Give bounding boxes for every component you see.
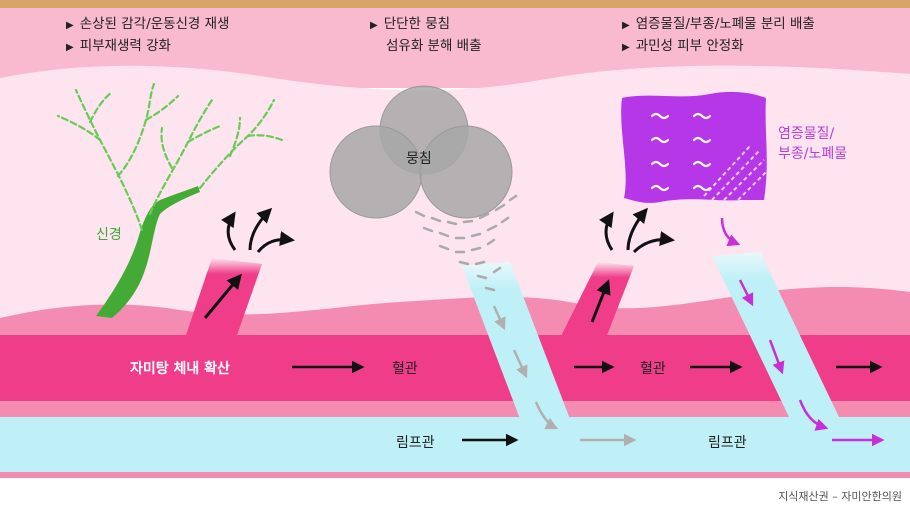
knot-label: 뭉침 xyxy=(406,151,432,167)
lymph-vessel-band xyxy=(0,417,910,472)
separator-band xyxy=(0,401,910,417)
credit-text: 지식재산권 – 자미안한의원 xyxy=(778,490,902,503)
header-col1: ▶손상된 감각/운동신경 재생 ▶피부재생력 강화 xyxy=(66,14,229,58)
inflammation-block xyxy=(621,91,767,203)
arrows-right-riser xyxy=(590,207,675,323)
nerve-label: 신경 xyxy=(96,227,122,243)
header-col3-line2: ▶과민성 피부 안정화 xyxy=(622,38,744,54)
lymph-branch-left xyxy=(462,262,578,440)
bottom-edge xyxy=(0,472,910,478)
blood-vessel-label-1: 혈관 xyxy=(392,361,418,377)
inflammation-label: 염증물질/ 부종/노폐물 xyxy=(778,126,848,162)
header-col3: ▶염증물질/부종/노폐물 분리 배출 ▶과민성 피부 안정화 xyxy=(622,14,815,58)
blood-vessel-label-2: 혈관 xyxy=(640,361,666,377)
knot-cloud xyxy=(329,85,513,219)
nerve-tree xyxy=(56,82,284,318)
header-col2: ▶단단한 뭉침 섬유화 분해 배출 xyxy=(370,14,482,56)
header-col3-line1: ▶염증물질/부종/노폐물 분리 배출 xyxy=(622,16,815,32)
header-col1-line2: ▶피부재생력 강화 xyxy=(66,38,171,54)
top-band xyxy=(0,0,910,8)
arrows-left-riser xyxy=(203,207,295,319)
lymph-vessel-label-1: 림프관 xyxy=(396,435,435,451)
lymph-vessel-label-2: 림프관 xyxy=(708,435,747,451)
header-col2-line1: ▶단단한 뭉침 xyxy=(370,16,451,32)
header-col1-line1: ▶손상된 감각/운동신경 재생 xyxy=(66,16,230,32)
fibrosis-particles xyxy=(414,194,518,292)
arrows-left-lymph xyxy=(492,305,637,447)
diffusion-label: 자미탕 체내 확산 xyxy=(130,361,230,377)
blood-branch-right xyxy=(560,262,634,338)
arrows-right-lymph xyxy=(720,217,885,447)
header-col2-line2: 섬유화 분해 배출 xyxy=(386,38,482,54)
nerve-trunk xyxy=(96,186,200,318)
